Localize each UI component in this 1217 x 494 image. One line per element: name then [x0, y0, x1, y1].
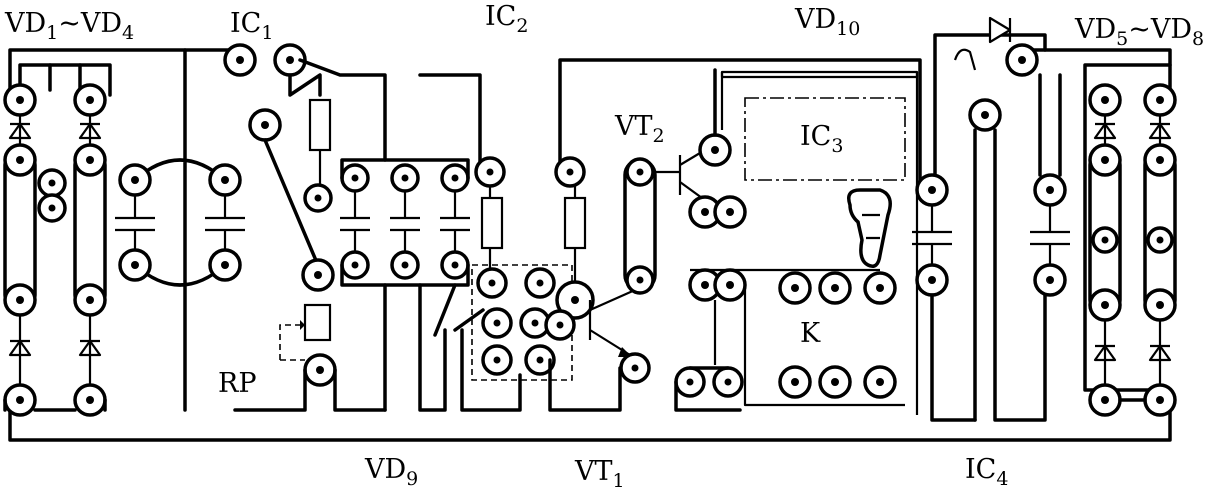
- diode-bridge-left: [3, 63, 112, 417]
- diode-bridge-right: [1083, 63, 1177, 417]
- ic2-vd9-area: [453, 58, 922, 412]
- vt1-transistor: [544, 156, 651, 412]
- label-ic2: IC2: [485, 1, 528, 37]
- label-ic1: IC1: [230, 8, 273, 44]
- label-vd1-vd4: VD1~VD4: [4, 8, 134, 44]
- board-top-right-trace: [1018, 48, 1172, 102]
- ic2-capacitor-bank: [340, 158, 470, 412]
- ic4-vd10-area: [912, 16, 1070, 422]
- label-vd10: VD10: [794, 4, 860, 40]
- label-k: K: [800, 318, 821, 349]
- rp-potentiometer: [233, 303, 387, 412]
- label-vd5-vd8: VD5~VD8: [1074, 14, 1204, 50]
- ic3-relay-area: [674, 70, 919, 415]
- label-vt1: VT1: [574, 456, 625, 492]
- filter-capacitor-group: [115, 48, 245, 412]
- vt2-transistor: [623, 68, 747, 295]
- board-outline-trace: [8, 48, 1172, 442]
- ic1-area: [223, 43, 482, 292]
- label-rp: RP: [218, 368, 257, 399]
- label-ic3: IC3: [800, 121, 843, 157]
- label-ic4: IC4: [965, 454, 1008, 490]
- label-vt2: VT2: [614, 111, 665, 147]
- label-vd9: VD9: [364, 454, 418, 490]
